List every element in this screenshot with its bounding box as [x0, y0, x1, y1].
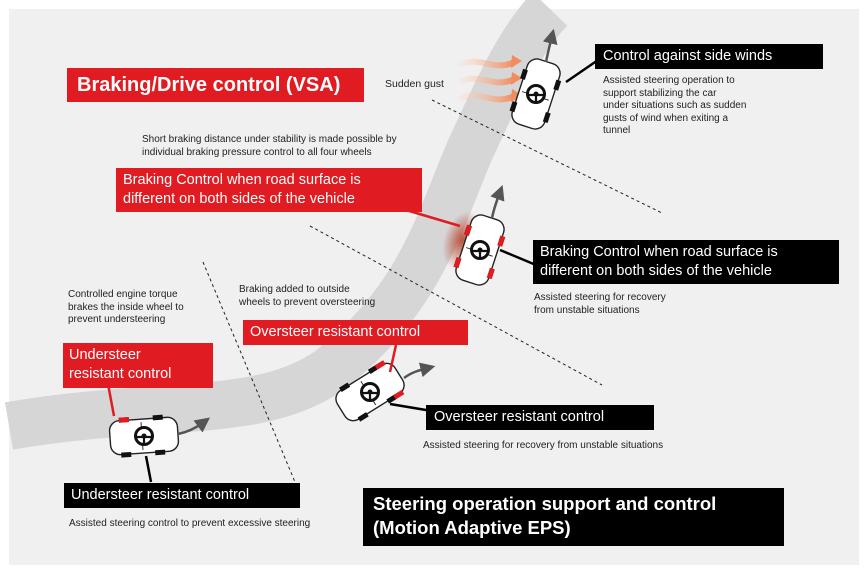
recovery-description: Assisted steering for recovery from unst…	[534, 292, 666, 316]
engine-torque-text: Controlled engine torque brakes the insi…	[68, 289, 184, 325]
direction-arrow-icon	[403, 362, 436, 380]
leader-lines	[106, 56, 602, 483]
oversteer-label-red: Oversteer resistant control	[243, 320, 468, 345]
eps-title: Steering operation support and control (…	[363, 488, 784, 546]
wind-gust-icon	[459, 58, 517, 103]
short-braking-text: Short braking distance under stability i…	[142, 134, 397, 158]
understeer-label-black: Understeer resistant control	[64, 483, 300, 508]
understeer-description: Assisted steering control to prevent exc…	[69, 518, 311, 529]
vsa-title: Braking/Drive control (VSA)	[67, 68, 364, 102]
wind-arrowheads	[511, 55, 522, 102]
dashed-dividers	[202, 99, 663, 483]
car-icon	[329, 356, 411, 428]
oversteer-label-black: Oversteer resistant control	[426, 405, 654, 430]
direction-arrow-icon	[542, 28, 558, 63]
car-icon	[449, 210, 511, 290]
road	[4, 0, 568, 450]
sudden-gust-text: Sudden gust	[385, 78, 444, 90]
braking-road-surface-label-red: Braking Control when road surface is dif…	[116, 168, 422, 212]
side-winds-label: Control against side winds	[595, 44, 823, 69]
direction-arrow-icon	[490, 184, 505, 219]
braking-road-surface-label-black: Braking Control when road surface is dif…	[533, 240, 839, 284]
car-icon	[107, 412, 181, 460]
direction-arrow-icon	[177, 417, 211, 436]
side-winds-description: Assisted steering operation to support s…	[603, 75, 747, 136]
understeer-label-red: Understeer resistant control	[63, 343, 213, 388]
oversteer-description: Assisted steering for recovery from unst…	[423, 440, 664, 451]
braking-added-text: Braking added to outside wheels to preve…	[239, 284, 376, 308]
